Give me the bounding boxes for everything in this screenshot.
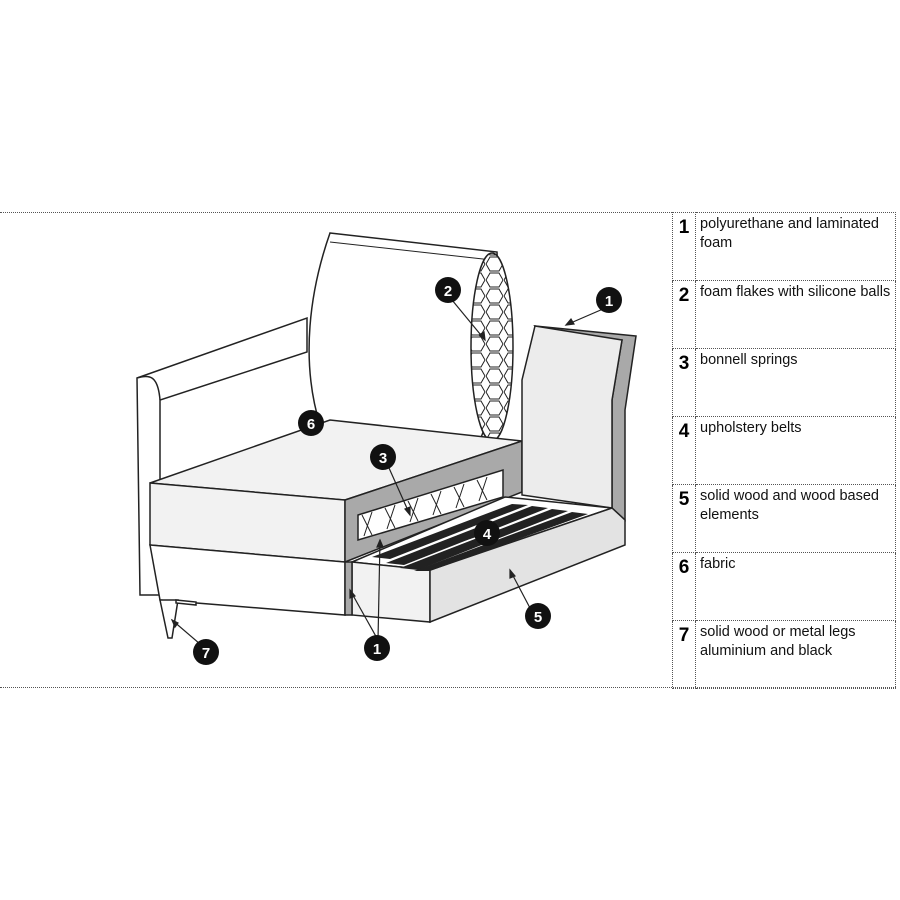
diagram-frame	[0, 212, 896, 688]
legend-text: bonnell springs	[695, 348, 896, 417]
marker-fabric: 6	[298, 410, 324, 436]
svg-text:1: 1	[605, 293, 613, 310]
svg-text:1: 1	[373, 641, 381, 658]
bolster-foam-flakes	[470, 252, 514, 442]
side-panel	[521, 325, 637, 522]
legend-row: 7 solid wood or metal legs aluminium and…	[672, 620, 896, 689]
leader-lines	[170, 299, 604, 651]
legend-number: 2	[672, 280, 696, 349]
legend-row: 4 upholstery belts	[672, 416, 896, 485]
marker-foam-bottom: 1	[364, 635, 390, 661]
legend-text: solid wood and wood based elements	[695, 484, 896, 553]
sofa-cutaway-diagram: 1 2 3 4 5 6 7 1	[136, 232, 637, 665]
legend-row: 5 solid wood and wood based elements	[672, 484, 896, 553]
legend-row: 6 fabric	[672, 552, 896, 621]
legend-number: 4	[672, 416, 696, 485]
legend-number: 3	[672, 348, 696, 417]
legend-number: 7	[672, 620, 696, 689]
svg-text:2: 2	[444, 283, 452, 300]
marker-flakes: 2	[435, 277, 461, 303]
marker-springs: 3	[370, 444, 396, 470]
legend-row: 2 foam flakes with silicone balls	[672, 280, 896, 349]
legend-text: upholstery belts	[695, 416, 896, 485]
svg-text:6: 6	[307, 416, 315, 433]
marker-leg: 7	[193, 639, 219, 665]
svg-text:3: 3	[379, 450, 387, 467]
svg-text:7: 7	[202, 645, 210, 662]
spring-window	[357, 468, 504, 542]
sofa-leg	[159, 599, 197, 639]
legend-number: 6	[672, 552, 696, 621]
legend-text: foam flakes with silicone balls	[695, 280, 896, 349]
legend-row: 3 bonnell springs	[672, 348, 896, 417]
marker-belts: 4	[474, 520, 500, 546]
legend-text: fabric	[695, 552, 896, 621]
legend-row: 1 polyurethane and laminated foam	[672, 212, 896, 281]
marker-frame: 5	[525, 603, 551, 629]
svg-text:5: 5	[534, 609, 542, 626]
armrest	[136, 316, 308, 596]
legend-table: 1 polyurethane and laminated foam 2 foam…	[672, 212, 896, 689]
legend-number: 5	[672, 484, 696, 553]
legend-text: solid wood or metal legs aluminium and b…	[695, 620, 896, 689]
svg-text:4: 4	[483, 526, 492, 543]
legend-number: 1	[672, 212, 696, 281]
legend-text: polyurethane and laminated foam	[695, 212, 896, 281]
marker-foam-top: 1	[596, 287, 622, 313]
